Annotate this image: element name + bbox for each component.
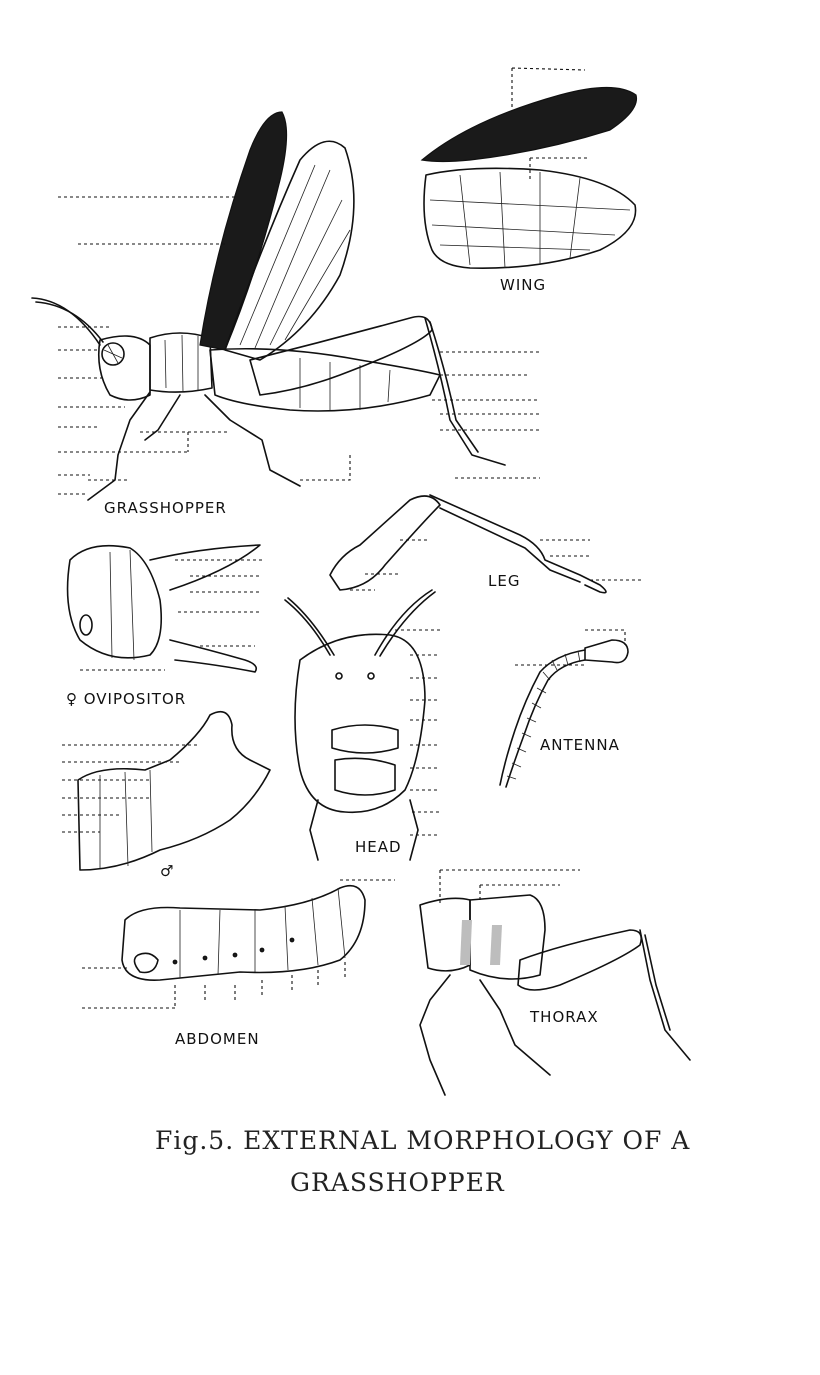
male-figure [62,710,271,871]
figure-caption-line1: Fig.5. EXTERNAL MORPHOLOGY OF A [155,1126,691,1155]
male-symbol: ♂ [160,862,175,880]
abdomen-label: ABDOMEN [175,1030,260,1048]
thorax-label: THORAX [530,1008,599,1026]
ovipositor-label: ♀ OVIPOSITOR [66,690,187,708]
antenna-label: ANTENNA [540,736,620,754]
wing-figure [420,67,638,269]
head-figure [284,589,440,861]
grasshopper-label: GRASSHOPPER [104,499,227,517]
leg-figure [329,494,642,594]
leg-label: LEG [488,572,521,590]
abdomen-figure [82,879,395,1009]
grasshopper-figure [31,111,540,501]
head-label: HEAD [355,838,402,856]
ovipositor-figure [66,544,262,673]
thorax-figure [419,869,691,1096]
figure-caption-line2: GRASSHOPPER [290,1168,505,1197]
antenna-figure [499,629,629,788]
wing-label: WING [500,276,547,294]
